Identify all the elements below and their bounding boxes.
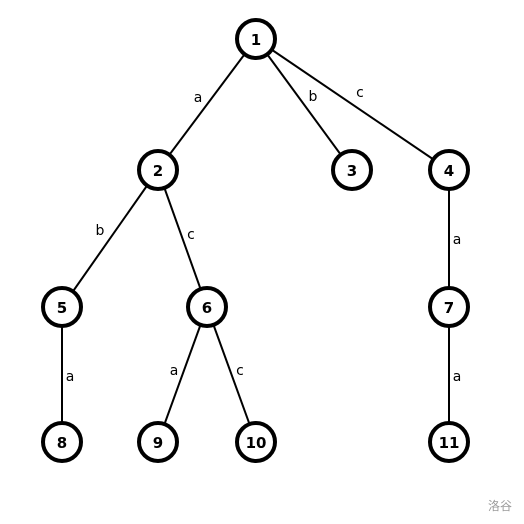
edge-label-7-11: a xyxy=(453,369,462,385)
node-label-9: 9 xyxy=(153,434,163,452)
node-6: 6 xyxy=(186,286,228,328)
edge-label-2-5: b xyxy=(96,223,105,239)
node-circle-10 xyxy=(235,421,277,463)
node-circle-6 xyxy=(186,286,228,328)
node-circle-1 xyxy=(235,18,277,60)
node-label-1: 1 xyxy=(251,31,261,49)
watermark-text: 洛谷 xyxy=(487,499,512,513)
node-8: 8 xyxy=(41,421,83,463)
node-7: 7 xyxy=(428,286,470,328)
edge-label-2-6: c xyxy=(187,227,195,243)
edge-1-3 xyxy=(255,38,353,171)
node-9: 9 xyxy=(137,421,179,463)
node-10: 10 xyxy=(235,421,277,463)
node-label-7: 7 xyxy=(444,299,454,317)
node-2: 2 xyxy=(137,149,179,191)
node-label-3: 3 xyxy=(347,162,357,180)
edge-label-6-9: a xyxy=(170,363,179,379)
edge-label-1-2: a xyxy=(194,90,203,106)
node-1: 1 xyxy=(235,18,277,60)
edge-label-4-7: a xyxy=(453,232,462,248)
node-5: 5 xyxy=(41,286,83,328)
node-label-5: 5 xyxy=(57,299,67,317)
node-circle-2 xyxy=(137,149,179,191)
edge-label-5-8: a xyxy=(66,369,75,385)
edge-6-9 xyxy=(157,306,208,443)
edge-1-2 xyxy=(157,38,257,171)
node-11: 11 xyxy=(428,421,470,463)
node-3: 3 xyxy=(331,149,373,191)
node-label-2: 2 xyxy=(153,162,163,180)
node-label-6: 6 xyxy=(202,299,212,317)
edge-2-6 xyxy=(157,169,208,308)
edge-1-4 xyxy=(255,38,450,171)
node-label-4: 4 xyxy=(444,162,454,180)
node-circle-7 xyxy=(428,286,470,328)
edge-6-10 xyxy=(206,306,257,443)
node-circle-9 xyxy=(137,421,179,463)
node-circle-4 xyxy=(428,149,470,191)
edge-2-5 xyxy=(61,169,159,308)
nodes-layer: 1 2 3 4 5 6 7 8 9 10 11 xyxy=(41,18,470,463)
edge-label-6-10: c xyxy=(236,363,244,379)
edge-label-1-4: c xyxy=(356,85,364,101)
node-circle-5 xyxy=(41,286,83,328)
node-label-10: 10 xyxy=(246,434,267,452)
node-circle-11 xyxy=(428,421,470,463)
node-4: 4 xyxy=(428,149,470,191)
edges-layer: a b c b c a a a c a xyxy=(61,38,462,443)
edge-label-1-3: b xyxy=(309,89,318,105)
node-circle-3 xyxy=(331,149,373,191)
node-circle-8 xyxy=(41,421,83,463)
node-label-8: 8 xyxy=(57,434,67,452)
node-label-11: 11 xyxy=(439,434,460,452)
